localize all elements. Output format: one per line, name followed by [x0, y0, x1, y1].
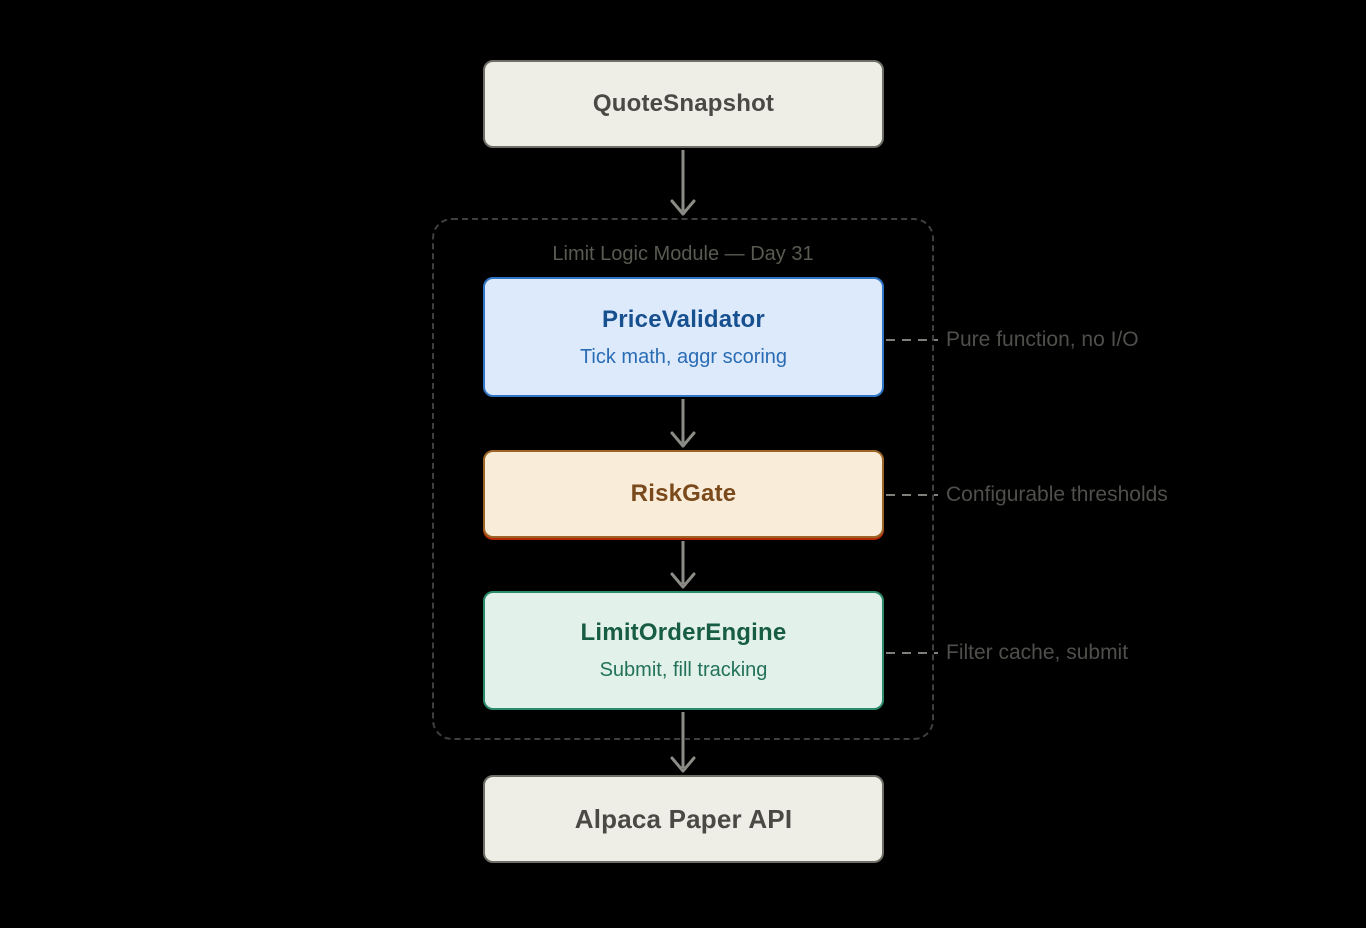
node-title: Alpaca Paper API — [574, 803, 793, 834]
node-title: PriceValidator — [602, 305, 765, 333]
annotation-risk-gate: Configurable thresholds — [946, 483, 1168, 506]
node-quote-snapshot: QuoteSnapshot — [483, 60, 884, 148]
node-price-validator: PriceValidator Tick math, aggr scoring — [483, 277, 884, 397]
node-subtitle: Submit, fill tracking — [599, 659, 768, 681]
node-risk-gate: RiskGate — [483, 450, 884, 538]
arrow-quote-to-module — [670, 150, 696, 216]
node-alpaca-paper-api: Alpaca Paper API — [483, 775, 884, 863]
annotation-limit-order-engine: Filter cache, submit — [946, 641, 1129, 664]
node-subtitle: Tick math, aggr scoring — [579, 345, 788, 368]
node-title: QuoteSnapshot — [592, 90, 775, 117]
annotation-price-validator: Pure function, no I/O — [946, 328, 1139, 351]
node-title: LimitOrderEngine — [580, 619, 787, 646]
limit-logic-module-container — [432, 218, 934, 740]
module-label: Limit Logic Module — Day 31 — [552, 243, 814, 265]
node-title: RiskGate — [630, 480, 737, 507]
node-limit-order-engine: LimitOrderEngine Submit, fill tracking — [483, 591, 884, 710]
